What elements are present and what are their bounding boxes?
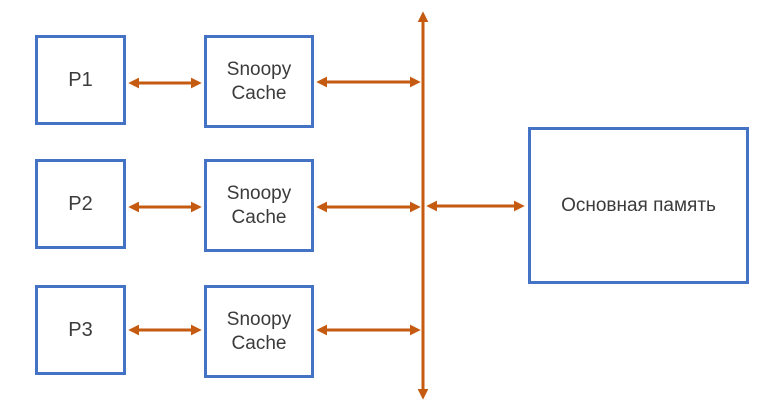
cache-label: Snoopy Cache — [226, 182, 292, 228]
cache-label: Snoopy Cache — [226, 58, 292, 104]
processor-label: P1 — [68, 68, 93, 91]
processor-box-p1: P1 — [35, 35, 126, 125]
snoopy-cache-box-3: Snoopy Cache — [204, 285, 314, 378]
processor-label: P2 — [68, 192, 93, 215]
processor-label: P3 — [68, 318, 93, 341]
processor-box-p2: P2 — [35, 159, 126, 249]
main-memory-label: Основная память — [561, 194, 716, 216]
main-memory-box: Основная память — [528, 127, 749, 284]
snoopy-cache-box-1: Snoopy Cache — [204, 35, 314, 128]
processor-box-p3: P3 — [35, 285, 126, 375]
cache-label: Snoopy Cache — [226, 308, 292, 354]
snoopy-cache-box-2: Snoopy Cache — [204, 159, 314, 252]
